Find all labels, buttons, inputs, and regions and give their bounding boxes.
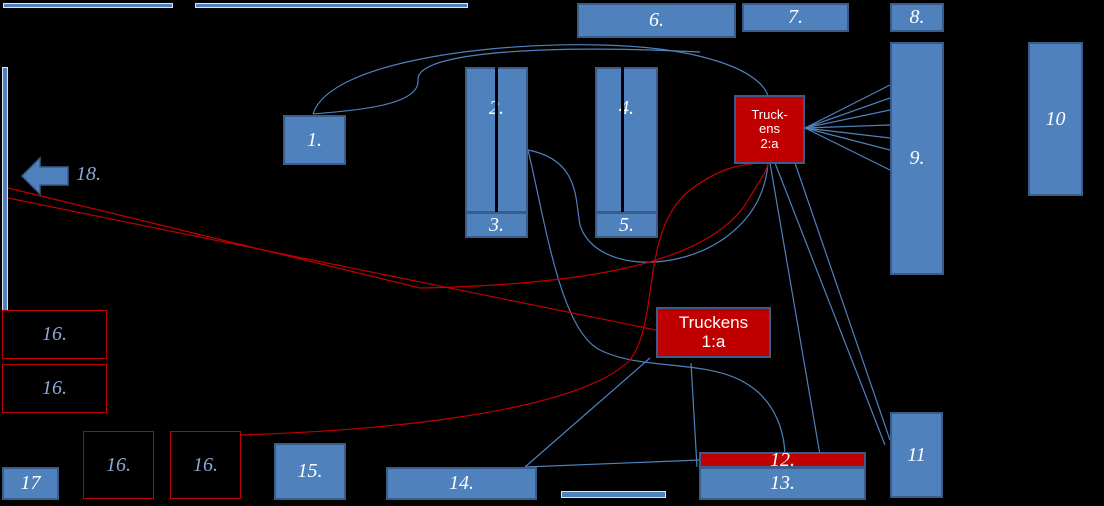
box-15: 15. [274, 443, 346, 500]
line-truck2-fan4 [804, 124, 891, 129]
box-16-middle: 16. [2, 364, 107, 413]
box-11: 11 [890, 412, 943, 498]
line-14-to-12 [524, 459, 701, 468]
box-1: 1. [283, 115, 346, 165]
line-3-to-truck2 [527, 149, 769, 263]
truck-2-line2: ens [759, 121, 780, 137]
box-2-divider [495, 67, 498, 213]
box-16-bottom-left: 16. [83, 431, 154, 499]
line-truck2-fan5 [804, 127, 891, 139]
truck-1-box: Truckens 1:a [656, 307, 771, 358]
red-line-left-to-truck2 [7, 162, 769, 289]
line-truck2-to-12a [769, 162, 821, 456]
line-truck2-fan2 [804, 97, 891, 129]
box-4-divider [621, 67, 624, 213]
box-13: 13. [699, 467, 866, 500]
line-truck2-to-11b [794, 162, 891, 441]
truck-2-line3: 2:a [760, 135, 779, 151]
box-7: 7. [742, 3, 849, 32]
line-3-to-12 [527, 149, 786, 459]
line-truck2-fan7 [804, 127, 891, 171]
truck-1-line2: 1:a [701, 331, 726, 351]
line-1-to-truck2 [312, 44, 769, 115]
box-16-bottom-right: 16. [170, 431, 241, 499]
box-16-top: 16. [2, 310, 107, 359]
box-10: 10 [1028, 42, 1083, 196]
box-5: 5. [595, 212, 658, 238]
line-truck2-fan1 [804, 84, 891, 129]
truck-1-line1: Truckens [678, 312, 749, 332]
line-truck1-to-13 [690, 362, 698, 468]
red-line-left-to-truck1 [7, 197, 657, 331]
arrow-18-label: 18. [76, 163, 101, 185]
bottom-bar [561, 491, 666, 498]
red-line-16-to-truck2 [239, 162, 769, 436]
box-12: 12. [699, 449, 866, 471]
box-14: 14. [386, 467, 537, 500]
line-1-loop [312, 48, 701, 115]
truck-2-box: Truck- ens 2:a [734, 95, 805, 164]
arrow-18-icon [20, 156, 69, 196]
truck-2-line1: Truck- [751, 107, 788, 123]
line-truck2-to-11a [774, 162, 886, 446]
line-truck2-fan3 [804, 109, 891, 129]
line-truck2-fan6 [804, 127, 891, 151]
top-bar-middle [195, 3, 468, 8]
box-9: 9. [890, 42, 944, 275]
box-4: 4. [595, 67, 658, 213]
box-17: 17 [2, 467, 59, 500]
top-bar-left [3, 3, 173, 8]
line-truck1-to-14 [524, 357, 651, 468]
box-3: 3. [465, 212, 528, 238]
box-6: 6. [577, 3, 736, 38]
box-8: 8. [890, 3, 944, 32]
left-wall [2, 67, 8, 311]
